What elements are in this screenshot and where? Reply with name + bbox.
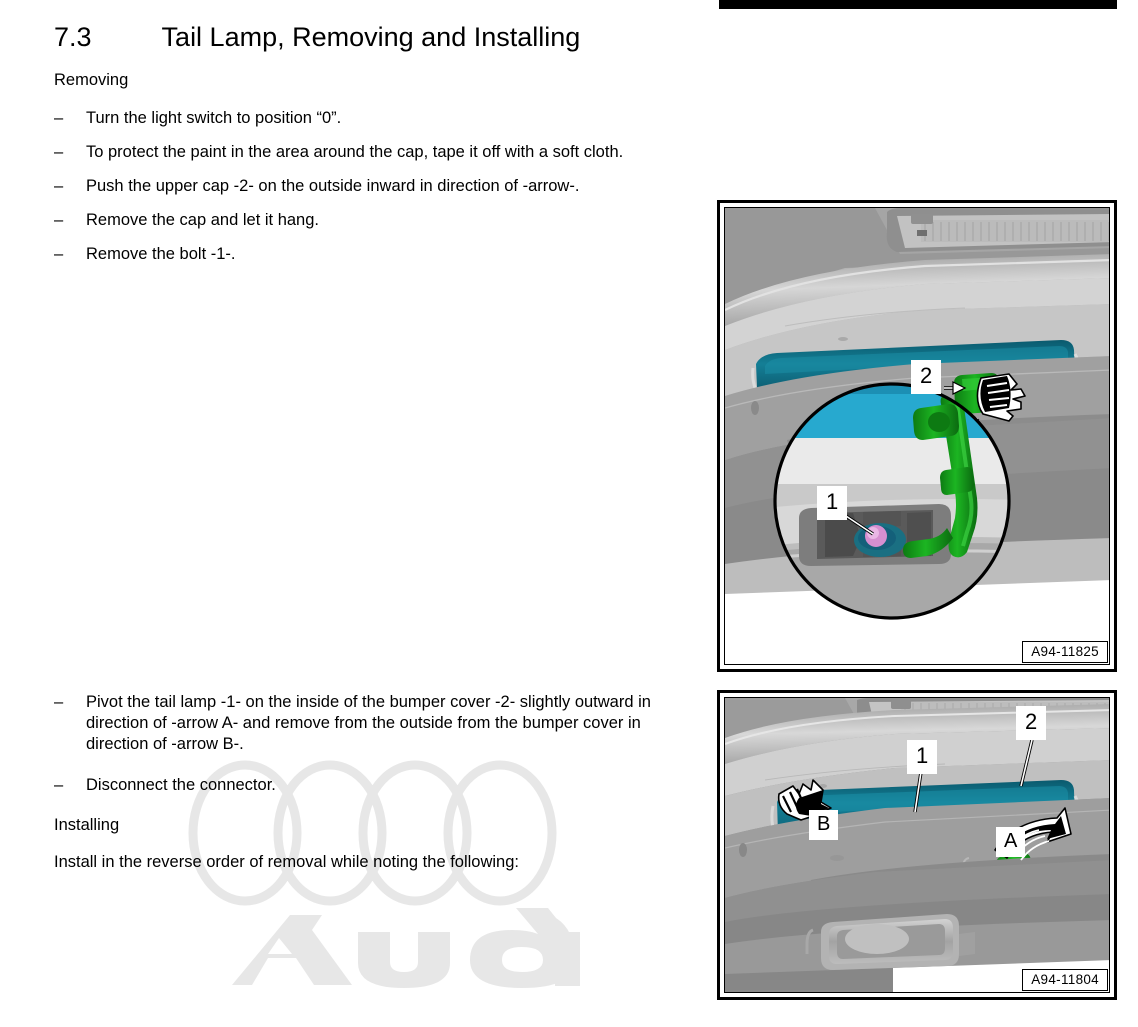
list-item-text: Remove the bolt -1-. (86, 245, 236, 263)
bullet-marker: – (54, 245, 64, 263)
removing-step-list-continued: – Pivot the tail lamp -1- on the inside … (54, 692, 706, 809)
figure-2-image: 1 2 A B (724, 697, 1110, 993)
list-item-text: Push the upper cap -2- on the outside in… (86, 177, 580, 195)
exhaust-tip (805, 914, 975, 970)
list-item: – Remove the bolt -1-. (54, 244, 706, 265)
callout-label-1: 1 (817, 486, 848, 520)
figure-tail-lamp-cap-detail: 2 1 A94-11825 (717, 200, 1117, 672)
callout-label-A: A (996, 827, 1026, 857)
list-item-text: Pivot the tail lamp -1- on the inside of… (86, 693, 651, 753)
list-item: – Disconnect the connector. (54, 775, 706, 796)
callout-label-B: B (809, 810, 839, 840)
section-heading: 7.3 Tail Lamp, Removing and Installing (54, 22, 704, 53)
previous-figure-bottom-edge (719, 0, 1117, 9)
list-item-text: Remove the cap and let it hang. (86, 211, 319, 229)
bullet-marker: – (54, 143, 64, 161)
callout-label-2: 2 (1016, 706, 1047, 740)
callout-1-leader (842, 512, 874, 536)
callout-label-2: 2 (911, 360, 942, 394)
list-item: – Pivot the tail lamp -1- on the inside … (54, 692, 706, 755)
list-item: – Turn the light switch to position “0”. (54, 108, 706, 129)
list-item: – Push the upper cap -2- on the outside … (54, 176, 706, 197)
callout-1-leader (913, 771, 923, 813)
bullet-marker: – (54, 109, 64, 127)
bullet-marker: – (54, 211, 64, 229)
list-item-text: Disconnect the connector. (86, 776, 276, 794)
figure-1-artwork (725, 208, 1109, 664)
bullet-marker: – (54, 776, 64, 794)
figure-1-caption: A94-11825 (1022, 641, 1108, 663)
page-title: Tail Lamp, Removing and Installing (161, 22, 581, 52)
direction-arrow-cap (976, 373, 1026, 422)
list-item-text: Turn the light switch to position “0”. (86, 109, 342, 127)
installing-paragraph: Install in the reverse order of removal … (54, 853, 519, 871)
figure-1-image: 2 1 (724, 207, 1110, 665)
figure-2-caption: A94-11804 (1022, 969, 1108, 991)
list-item-text: To protect the paint in the area around … (86, 143, 624, 161)
callout-label-1: 1 (907, 740, 938, 774)
text-column: 7.3 Tail Lamp, Removing and Installing R… (54, 22, 706, 871)
removing-step-list: – Turn the light switch to position “0”.… (54, 108, 706, 278)
callout-2-leader (944, 381, 967, 395)
callout-2-leader (1019, 739, 1034, 787)
bullet-marker: – (54, 693, 64, 711)
figure-tail-lamp-removal: 1 2 A B A94-11804 (717, 690, 1117, 1000)
list-item: – Remove the cap and let it hang. (54, 210, 706, 231)
removing-heading: Removing (54, 71, 129, 89)
list-item: – To protect the paint in the area aroun… (54, 142, 706, 163)
green-clip-strip (903, 392, 978, 558)
installing-heading: Installing (54, 816, 120, 834)
bullet-marker: – (54, 177, 64, 195)
section-number: 7.3 (54, 22, 92, 52)
